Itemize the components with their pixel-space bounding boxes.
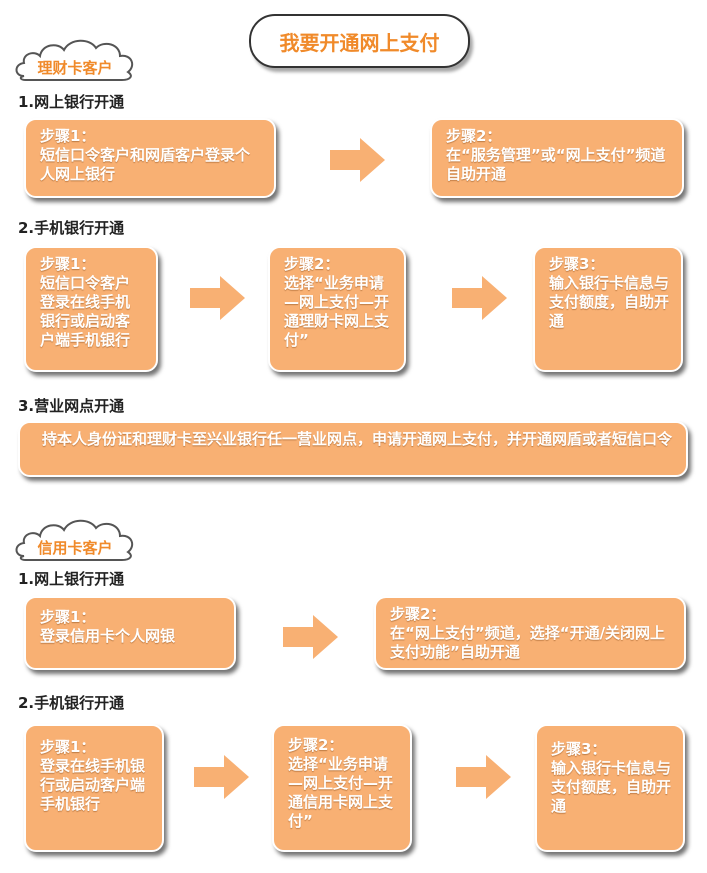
- method-heading: 2.手机银行开通: [18, 694, 125, 712]
- step-label: 步骤2：: [446, 127, 502, 145]
- section-label: 信用卡客户: [37, 539, 113, 557]
- section-label: 理财卡客户: [37, 59, 113, 77]
- step-text: 短信口令客户登录在线手机银行或启动客户端手机银行: [40, 274, 131, 349]
- method-heading: 2.手机银行开通: [18, 219, 125, 237]
- right-arrow-icon: [330, 138, 385, 182]
- step-text: 选择“业务申请—网上支付—开通信用卡网上支付”: [288, 755, 394, 830]
- section-label-cloud: 信用卡客户: [10, 512, 140, 564]
- right-arrow-icon: [190, 276, 245, 320]
- step-label: 步骤1：: [40, 255, 96, 273]
- method-heading: 3.营业网点开通: [18, 397, 125, 415]
- flow-arrow: [283, 615, 338, 659]
- step-text: 选择“业务申请—网上支付—开通理财卡网上支付”: [284, 274, 390, 349]
- flow-arrow: [190, 276, 245, 320]
- step-box: 步骤2： 在“网上支付”频道，选择“开通/关闭网上支付功能”自助开通: [374, 596, 686, 670]
- step-label: 步骤3：: [551, 740, 607, 758]
- flow-arrow: [194, 755, 249, 799]
- step-box: 步骤1： 短信口令客户登录在线手机银行或启动客户端手机银行: [24, 246, 158, 372]
- right-arrow-icon: [283, 615, 338, 659]
- right-arrow-icon: [456, 755, 511, 799]
- method-heading: 1.网上银行开通: [18, 93, 125, 111]
- step-label: 步骤1：: [40, 608, 96, 626]
- method-heading: 1.网上银行开通: [18, 570, 125, 588]
- flow-arrow: [456, 755, 511, 799]
- step-label: 步骤2：: [390, 605, 446, 623]
- step-text: 在“服务管理”或“网上支付”频道自助开通: [446, 146, 666, 183]
- step-label: 步骤2：: [284, 255, 340, 273]
- step-label: 步骤1：: [40, 127, 96, 145]
- page-title: 我要开通网上支付: [249, 14, 470, 68]
- step-box: 步骤3： 输入银行卡信息与支付额度，自助开通: [535, 724, 685, 852]
- step-text: 登录信用卡个人网银: [40, 627, 176, 645]
- step-box: 步骤2： 在“服务管理”或“网上支付”频道自助开通: [430, 118, 684, 198]
- step-text: 输入银行卡信息与支付额度，自助开通: [549, 274, 670, 330]
- step-text: 持本人身份证和理财卡至兴业银行任一营业网点，申请开通网上支付，并开通网盾或者短信…: [42, 430, 673, 448]
- step-box: 持本人身份证和理财卡至兴业银行任一营业网点，申请开通网上支付，并开通网盾或者短信…: [18, 421, 688, 477]
- flow-arrow: [452, 276, 507, 320]
- section-label-cloud: 理财卡客户: [10, 32, 140, 84]
- step-text: 在“网上支付”频道，选择“开通/关闭网上支付功能”自助开通: [390, 624, 666, 661]
- step-label: 步骤3：: [549, 255, 605, 273]
- step-box: 步骤1： 登录在线手机银行或启动客户端手机银行: [24, 724, 164, 852]
- step-box: 步骤2： 选择“业务申请—网上支付—开通信用卡网上支付”: [272, 724, 412, 852]
- step-text: 输入银行卡信息与支付额度，自助开通: [551, 759, 672, 815]
- step-text: 短信口令客户和网盾客户登录个人网上银行: [40, 146, 251, 183]
- step-text: 登录在线手机银行或启动客户端手机银行: [40, 757, 146, 813]
- step-label: 步骤2：: [288, 736, 344, 754]
- right-arrow-icon: [452, 276, 507, 320]
- step-box: 步骤2： 选择“业务申请—网上支付—开通理财卡网上支付”: [268, 246, 406, 372]
- right-arrow-icon: [194, 755, 249, 799]
- flow-arrow: [330, 138, 385, 182]
- step-box: 步骤1： 登录信用卡个人网银: [24, 596, 236, 670]
- step-label: 步骤1：: [40, 738, 96, 756]
- step-box: 步骤1： 短信口令客户和网盾客户登录个人网上银行: [24, 118, 276, 198]
- cloud-icon: [15, 519, 134, 561]
- cloud-icon: [15, 39, 134, 81]
- step-box: 步骤3： 输入银行卡信息与支付额度，自助开通: [533, 246, 683, 372]
